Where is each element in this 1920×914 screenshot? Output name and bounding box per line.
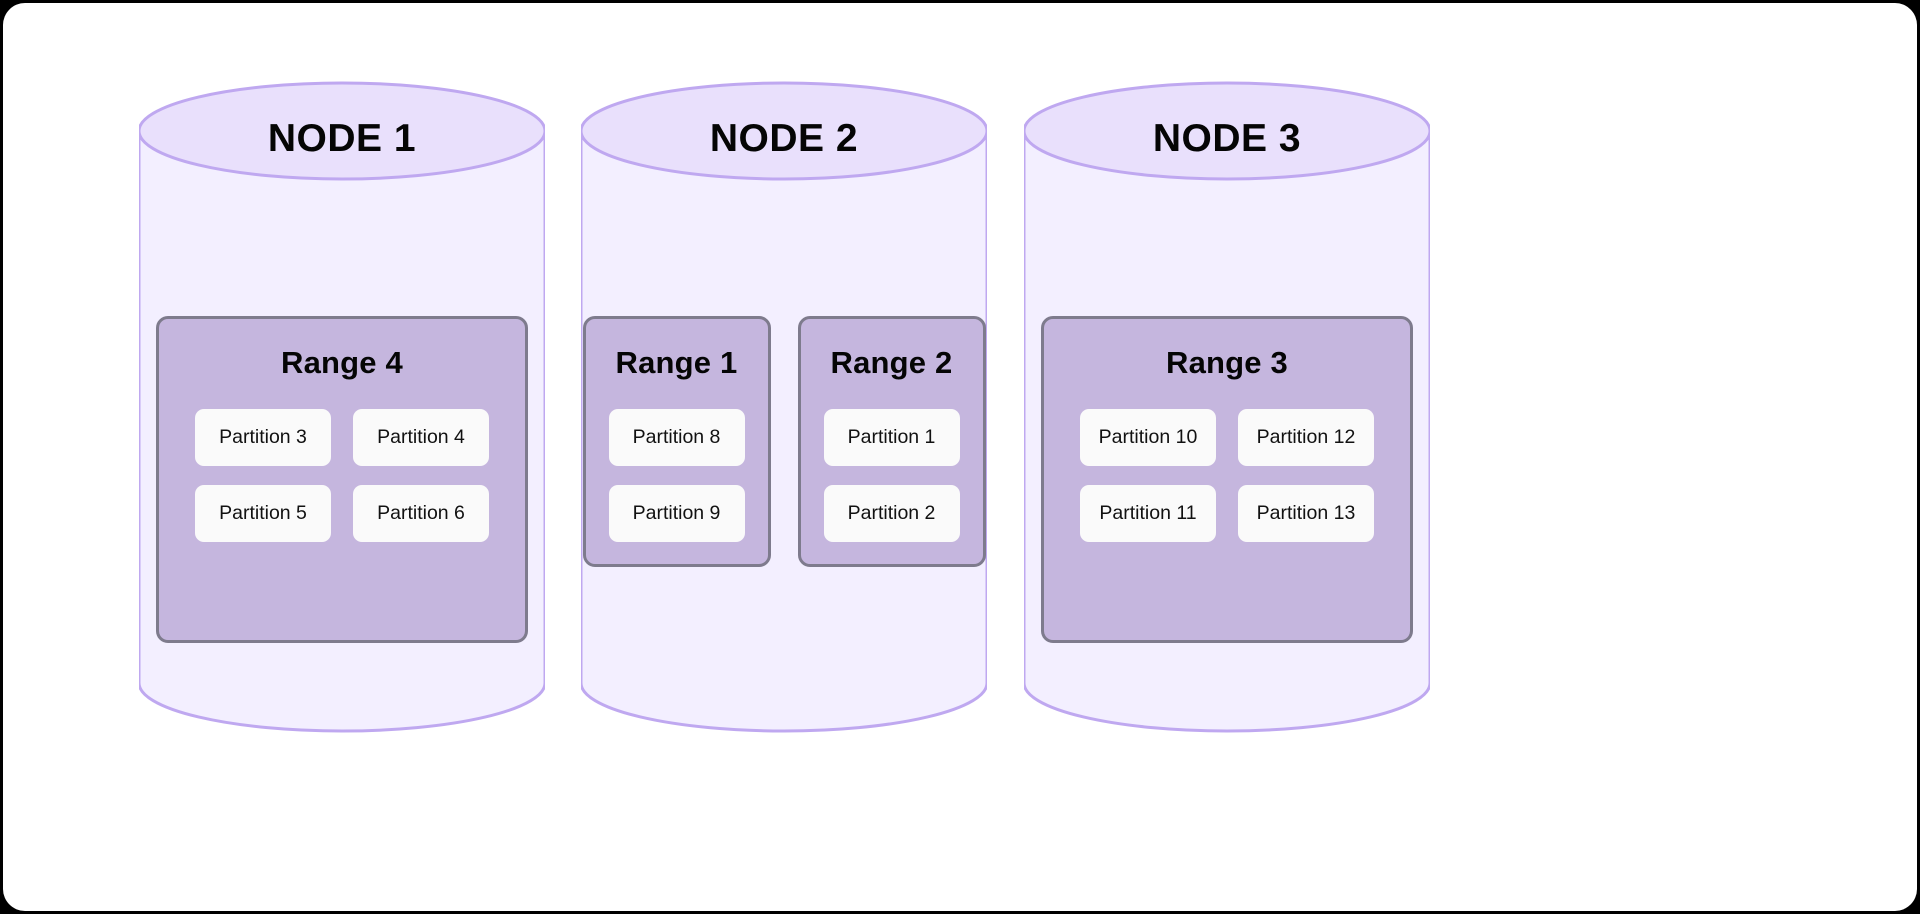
- partition-box[interactable]: Partition 5: [195, 485, 331, 542]
- range-title: Range 3: [1166, 345, 1288, 380]
- partition-box[interactable]: Partition 2: [823, 485, 960, 542]
- range-spacer: [159, 542, 525, 618]
- range-container: Range 1 Partition 8 Partition 9 Range 2 Part…: [581, 316, 987, 567]
- range-title: Range 1: [615, 345, 738, 380]
- node-title: NODE 2: [709, 117, 859, 160]
- partition-box[interactable]: Partition 11: [1080, 485, 1216, 542]
- partition-grid: Partition 8 Partition 9: [586, 409, 768, 542]
- partition-box[interactable]: Partition 13: [1238, 485, 1374, 542]
- range-box[interactable]: Range 2 Partition 1 Partition 2: [797, 316, 986, 567]
- partition-box[interactable]: Partition 4: [353, 409, 489, 466]
- range-title: Range 4: [281, 345, 403, 380]
- range-spacer: [1044, 542, 1410, 618]
- partition-box[interactable]: Partition 1: [823, 409, 960, 466]
- partition-grid: Partition 1 Partition 2: [801, 409, 983, 542]
- partition-box[interactable]: Partition 6: [353, 485, 489, 542]
- range-container: Range 4 Partition 3 Partition 4 Partition 5…: [139, 316, 545, 643]
- partition-box[interactable]: Partition 9: [608, 485, 745, 542]
- range-box[interactable]: Range 4 Partition 3 Partition 4 Partition 5…: [156, 316, 528, 643]
- range-title: Range 2: [830, 345, 953, 380]
- node-title: NODE 3: [1152, 117, 1302, 160]
- partition-grid: Partition 10 Partition 12 Partition 11 Part…: [1044, 409, 1410, 542]
- partition-box[interactable]: Partition 3: [195, 409, 331, 466]
- partition-grid: Partition 3 Partition 4 Partition 5 Partiti…: [159, 409, 525, 542]
- partition-box[interactable]: Partition 10: [1080, 409, 1216, 466]
- cylinder-shape: [581, 81, 987, 733]
- node-title: NODE 1: [267, 117, 417, 160]
- range-box[interactable]: Range 1 Partition 8 Partition 9: [582, 316, 771, 567]
- partition-box[interactable]: Partition 8: [608, 409, 745, 466]
- partition-box[interactable]: Partition 12: [1238, 409, 1374, 466]
